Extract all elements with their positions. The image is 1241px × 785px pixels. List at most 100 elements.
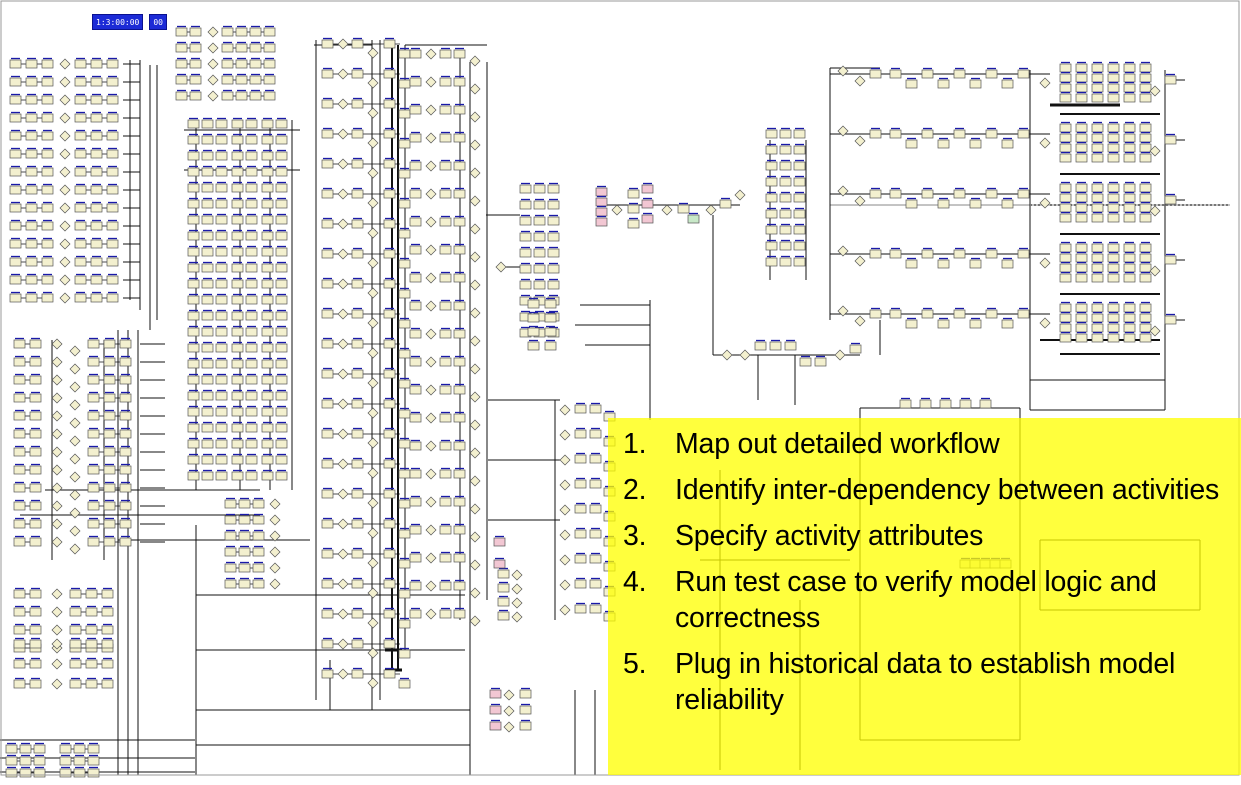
activity-node — [409, 273, 422, 283]
activity-node — [383, 249, 396, 259]
activity-node — [1139, 183, 1152, 193]
activity-node — [793, 225, 806, 235]
activity-node — [321, 249, 334, 259]
activity-node — [937, 259, 950, 269]
activity-node — [187, 455, 200, 465]
activity-node — [533, 200, 546, 210]
activity-node — [533, 248, 546, 258]
activity-node — [1001, 79, 1014, 89]
decision-node — [469, 139, 481, 151]
activity-node — [754, 341, 767, 351]
decision-node — [837, 245, 849, 257]
activity-node — [201, 279, 214, 289]
activity-node — [119, 447, 132, 457]
decision-node — [425, 608, 437, 620]
activity-node — [13, 659, 26, 669]
activity-node — [74, 221, 87, 231]
activity-node — [351, 429, 364, 439]
decision-node — [854, 255, 866, 267]
activity-node — [351, 39, 364, 49]
decision-node — [425, 524, 437, 536]
activity-node — [29, 339, 42, 349]
decision-node — [469, 475, 481, 487]
activity-node — [321, 579, 334, 589]
decision-node — [739, 349, 751, 361]
activity-node — [889, 129, 902, 139]
activity-node — [1075, 73, 1088, 83]
activity-node — [13, 429, 26, 439]
activity-node — [41, 59, 54, 69]
activity-node — [245, 279, 258, 289]
activity-node — [1123, 63, 1136, 73]
activity-node — [1059, 333, 1072, 343]
activity-node — [409, 217, 422, 227]
decision-node — [367, 587, 379, 599]
activity-node — [263, 59, 276, 69]
activity-node — [351, 189, 364, 199]
activity-node — [261, 455, 274, 465]
activity-node — [1123, 243, 1136, 253]
activity-node — [321, 69, 334, 79]
activity-node — [103, 375, 116, 385]
activity-node — [119, 411, 132, 421]
activity-node — [215, 375, 228, 385]
activity-node — [103, 411, 116, 421]
decision-node — [367, 257, 379, 269]
activity-node — [1059, 73, 1072, 83]
activity-node — [25, 185, 38, 195]
activity-node — [187, 343, 200, 353]
activity-node — [235, 75, 248, 85]
activity-node — [409, 357, 422, 367]
decision-node — [661, 204, 673, 216]
activity-node — [74, 149, 87, 159]
activity-node — [74, 131, 87, 141]
decision-node — [469, 55, 481, 67]
activity-node — [497, 597, 510, 607]
activity-node — [238, 499, 251, 509]
activity-node — [953, 309, 966, 319]
activity-node — [29, 465, 42, 475]
step-item: 3. Specify activity attributes — [623, 518, 1228, 554]
activity-node — [1075, 253, 1088, 263]
activity-node — [321, 159, 334, 169]
activity-node — [101, 659, 114, 669]
activity-node — [215, 231, 228, 241]
activity-node — [275, 199, 288, 209]
activity-node — [351, 459, 364, 469]
activity-node — [275, 311, 288, 321]
activity-node — [103, 393, 116, 403]
decision-node — [51, 658, 63, 670]
activity-node — [106, 185, 119, 195]
activity-node — [189, 59, 202, 69]
activity-node — [263, 27, 276, 37]
activity-node — [1123, 263, 1136, 273]
activity-node — [238, 515, 251, 525]
activity-node — [101, 639, 114, 649]
activity-node — [106, 203, 119, 213]
activity-node — [261, 231, 274, 241]
activity-node — [201, 311, 214, 321]
activity-node — [939, 399, 952, 409]
decision-node — [425, 440, 437, 452]
activity-node — [231, 151, 244, 161]
activity-node — [1075, 273, 1088, 283]
decision-node — [854, 195, 866, 207]
activity-node — [321, 189, 334, 199]
activity-node — [439, 441, 452, 451]
decision-node — [51, 588, 63, 600]
activity-node — [90, 167, 103, 177]
decision-node — [469, 447, 481, 459]
activity-node — [13, 519, 26, 529]
activity-node — [899, 399, 912, 409]
decision-node — [51, 606, 63, 618]
activity-node — [231, 231, 244, 241]
activity-node — [1139, 193, 1152, 203]
decision-node — [51, 410, 63, 422]
activity-node — [351, 669, 364, 679]
activity-node — [59, 744, 72, 754]
activity-node — [9, 203, 22, 213]
activity-node — [189, 75, 202, 85]
activity-node — [409, 553, 422, 563]
activity-node — [439, 217, 452, 227]
